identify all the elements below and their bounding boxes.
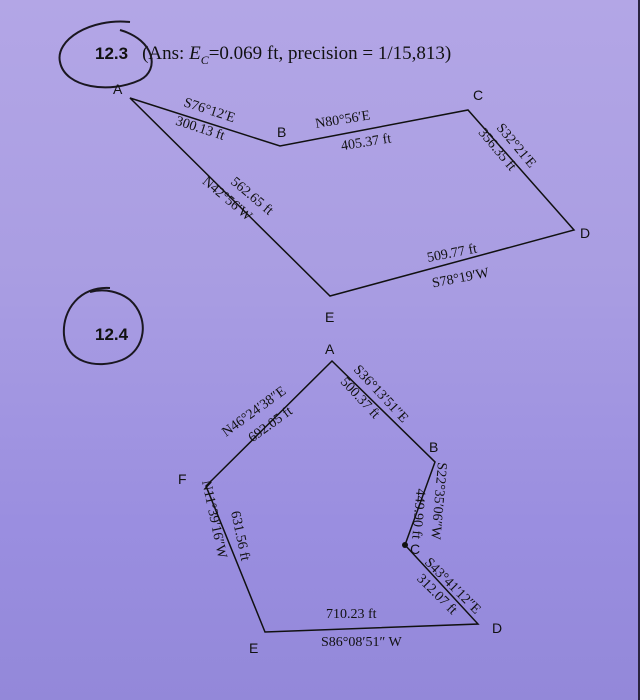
course-de-bearing: S78°19′W: [431, 266, 491, 292]
problem-12-3-header: 12.3 (Ans: EC=0.069 ft, precision = 1/15,…: [95, 43, 451, 68]
ec-symbol: E: [189, 43, 201, 64]
point-e: E: [325, 309, 334, 325]
course-bc-bearing: N80°56′E: [314, 108, 371, 131]
point-d: D: [580, 225, 590, 241]
point-c: C: [473, 87, 483, 103]
point-b: B: [277, 124, 286, 140]
point-a: A: [325, 341, 335, 357]
point-a: A: [113, 81, 123, 97]
traverse-12-4: [205, 359, 480, 633]
problem-12-4-number: 12.4: [95, 325, 129, 344]
course-bc-length: 405.37 ft: [340, 131, 392, 154]
answer-value: =0.069 ft, precision = 1/15,813): [208, 43, 452, 64]
point-c: C: [410, 541, 420, 557]
point-e: E: [249, 640, 258, 656]
point-b: B: [429, 439, 438, 455]
problem-number: 12.3: [95, 44, 129, 63]
course-de-length: 710.23 ft: [326, 607, 377, 622]
traverse-12-3: [129, 97, 576, 297]
handwritten-circle-12-4: [62, 286, 144, 366]
answer-prefix: (Ans:: [142, 43, 190, 64]
course-ef-bearing: N11°39′16″W: [198, 479, 229, 560]
course-bc-length: 449.90 ft: [408, 488, 427, 540]
course-ef-length: 631.56 ft: [227, 510, 252, 563]
point-f: F: [178, 471, 187, 487]
point-c-marker: [402, 542, 408, 548]
point-d: D: [492, 620, 502, 636]
ec-subscript: C: [200, 52, 209, 67]
handwritten-circle-12-3: [58, 20, 153, 89]
page-edge: [638, 0, 640, 700]
course-de-bearing: S86°08′51″ W: [321, 635, 403, 650]
course-bc-bearing: S22°35′06″W: [427, 462, 449, 541]
